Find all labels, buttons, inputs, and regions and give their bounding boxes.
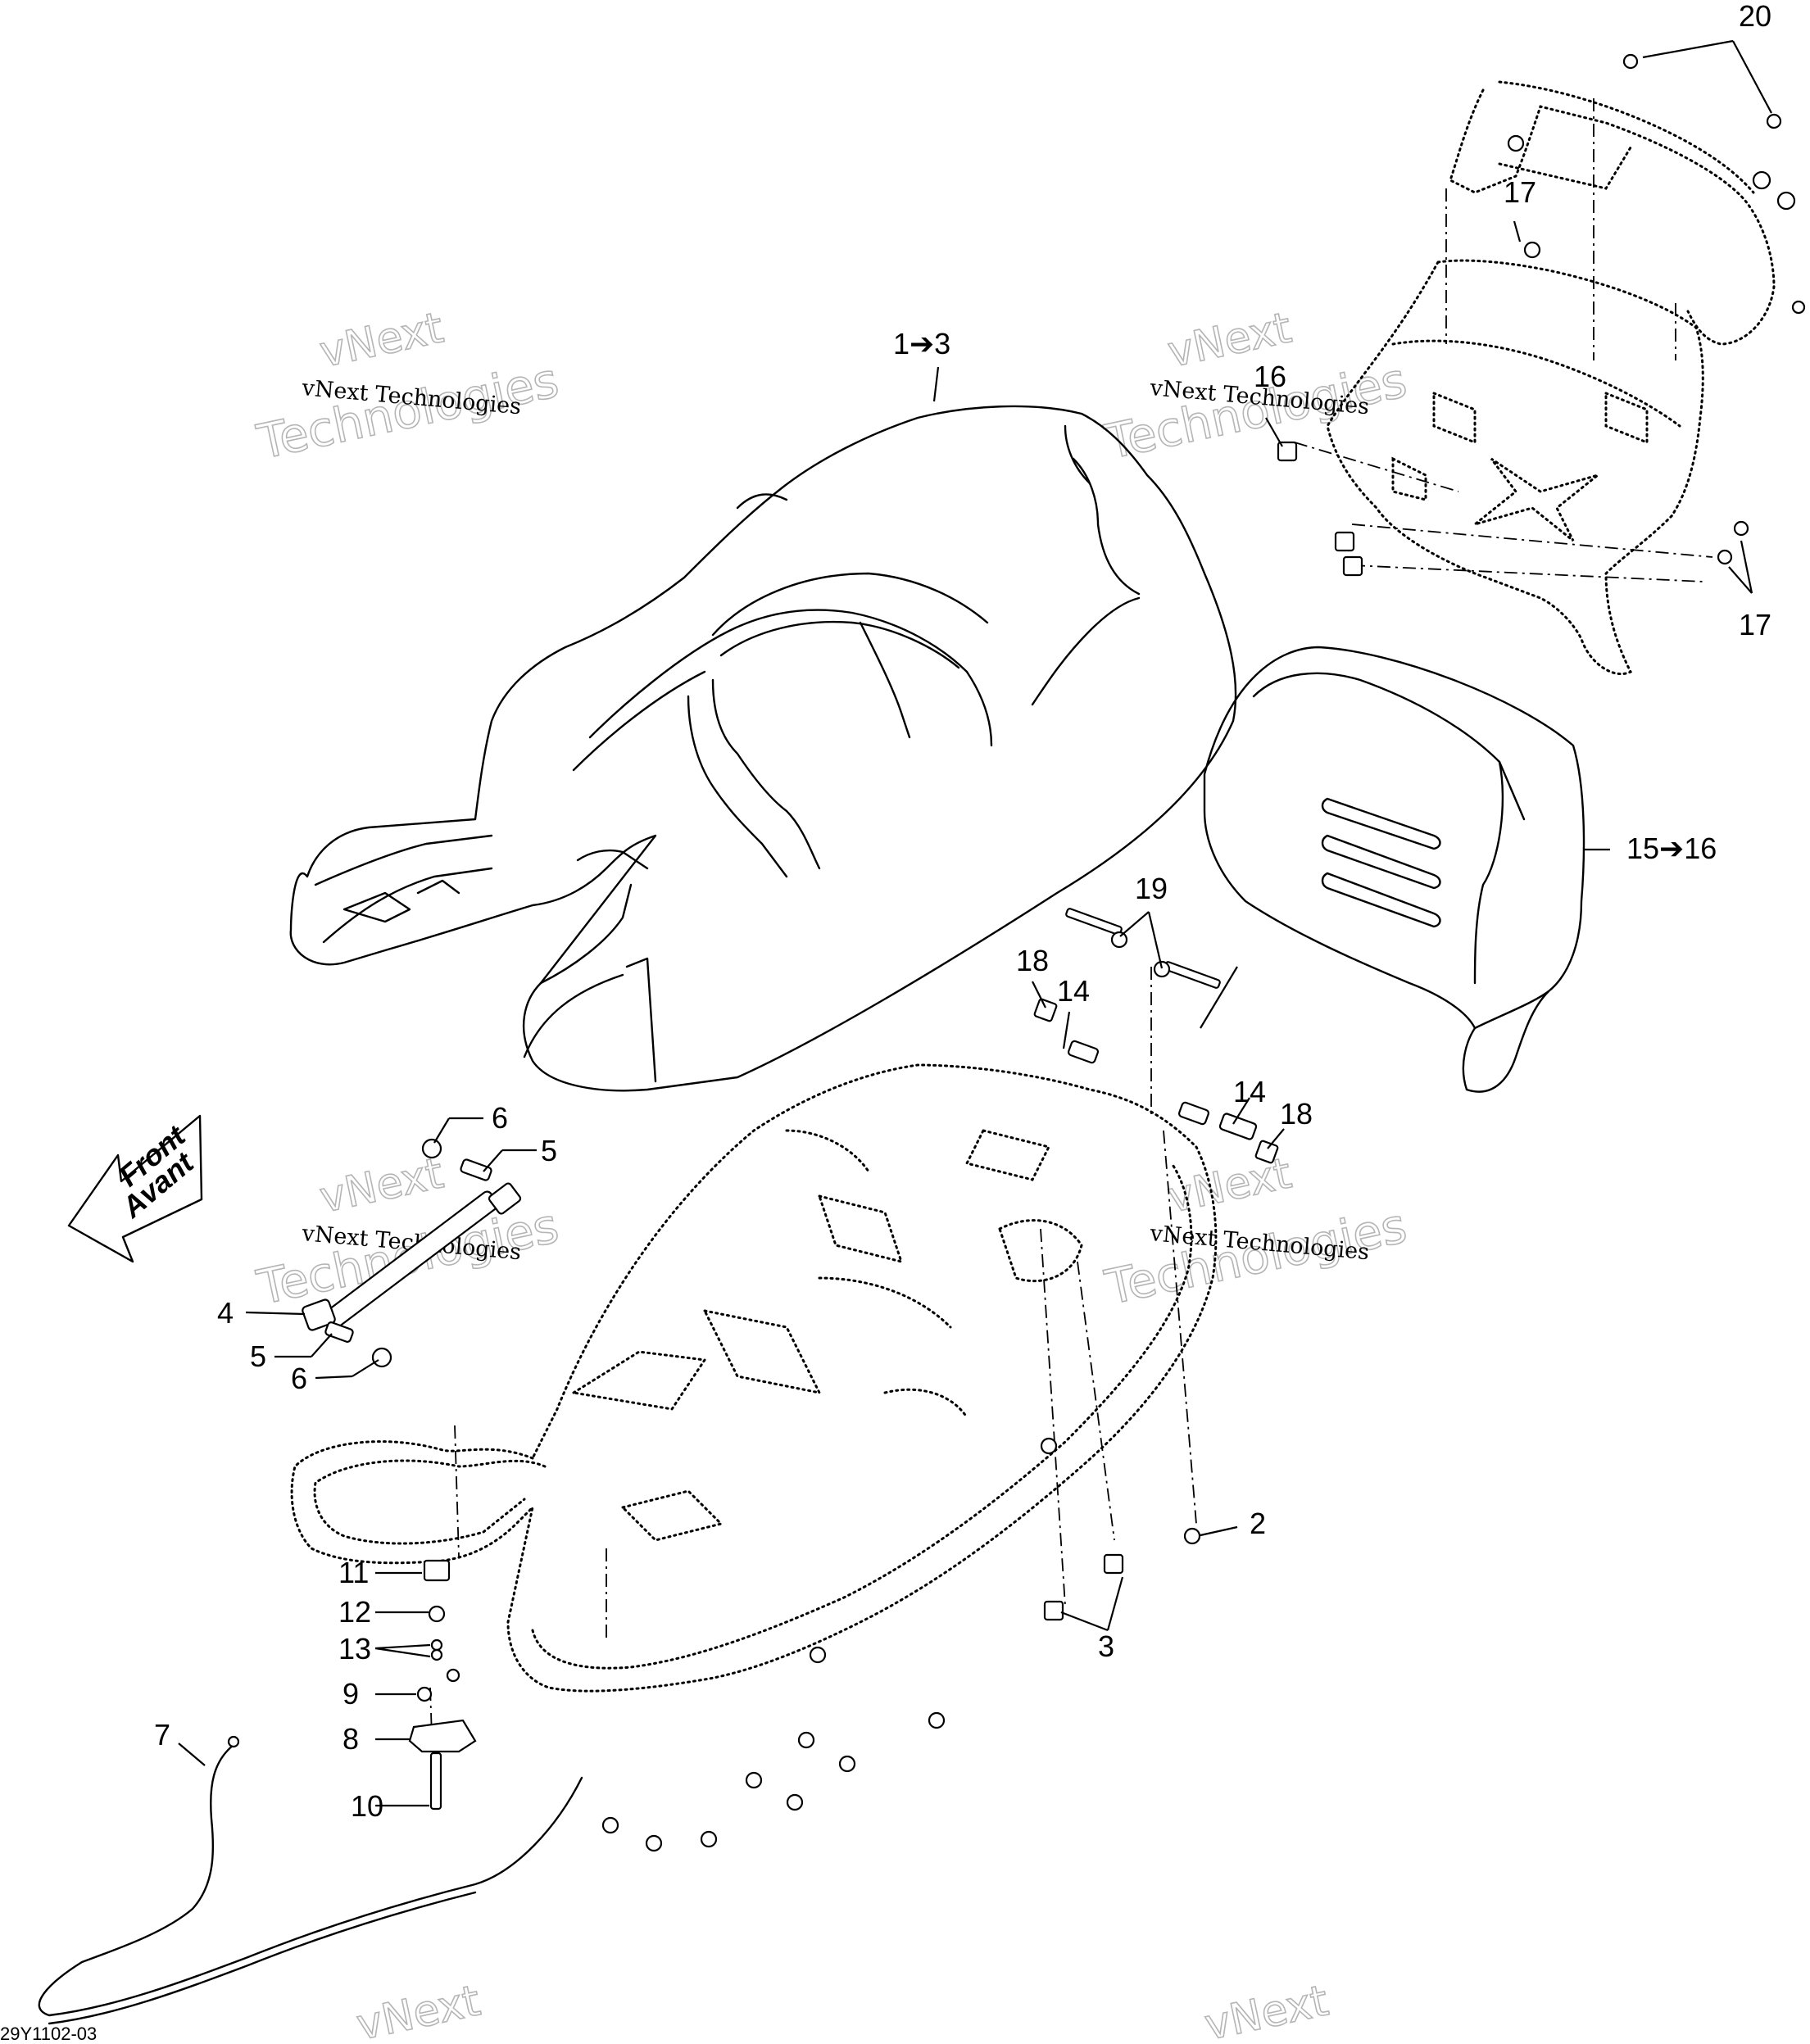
watermark-mid-left: vNext Technologies vNext Technologies bbox=[252, 1149, 564, 1317]
callout-10: 10 bbox=[351, 1789, 383, 1823]
front-direction-arrow: Front Avant bbox=[67, 1114, 203, 1263]
latch-bracket bbox=[408, 1719, 477, 1753]
svg-text:vNext: vNext bbox=[315, 1149, 447, 1222]
watermark-bottom-right: vNext bbox=[1200, 1976, 1333, 2044]
watermark-bottom-left: vNext bbox=[352, 1976, 485, 2044]
callout-1-3: 1➔3 bbox=[893, 327, 950, 360]
svg-text:vNext: vNext bbox=[1200, 1976, 1332, 2044]
callout-18-right: 18 bbox=[1280, 1097, 1313, 1131]
callout-6-top: 6 bbox=[492, 1101, 508, 1135]
callout-8: 8 bbox=[342, 1722, 359, 1756]
callout-4: 4 bbox=[217, 1296, 234, 1330]
callout-14-left: 14 bbox=[1057, 974, 1090, 1008]
seat-assembly bbox=[289, 405, 1237, 1092]
callout-17-bottom: 17 bbox=[1739, 608, 1771, 641]
backrest-support bbox=[1326, 80, 1776, 676]
svg-text:vNext: vNext bbox=[352, 1976, 484, 2044]
callout-17-top: 17 bbox=[1504, 175, 1536, 209]
alignment-lines bbox=[429, 98, 1713, 1811]
callout-18-left: 18 bbox=[1016, 944, 1049, 977]
seat-base bbox=[290, 1063, 1218, 1693]
callout-20: 20 bbox=[1739, 0, 1771, 33]
callout-2: 2 bbox=[1250, 1507, 1266, 1540]
drawing-code: 29Y1102-03 bbox=[0, 2024, 97, 2044]
callout-6-bottom: 6 bbox=[291, 1362, 307, 1395]
callout-5-bottom: 5 bbox=[250, 1339, 266, 1373]
watermark-top-left: vNext Technologies vNext Technologies bbox=[252, 303, 564, 471]
callout-7: 7 bbox=[154, 1718, 170, 1752]
callout-15-16: 15➔16 bbox=[1626, 832, 1717, 865]
release-cable bbox=[38, 1743, 583, 2017]
backrest bbox=[1203, 646, 1585, 1093]
seat-outline bbox=[289, 405, 1237, 1092]
leader-lines bbox=[178, 39, 1772, 1807]
callout-14-right: 14 bbox=[1233, 1075, 1266, 1108]
callout-11: 11 bbox=[338, 1556, 369, 1589]
watermark-mid-right: vNext Technologies vNext Technologies bbox=[1100, 1149, 1412, 1317]
callout-16: 16 bbox=[1254, 360, 1286, 393]
callout-19: 19 bbox=[1135, 872, 1168, 905]
callout-13: 13 bbox=[338, 1632, 371, 1666]
callout-9: 9 bbox=[342, 1677, 359, 1711]
svg-text:vNext: vNext bbox=[315, 303, 447, 377]
callout-12: 12 bbox=[338, 1595, 371, 1629]
callout-labels: 1➔3 2 3 4 5 5 6 6 7 8 9 10 11 12 13 14 1… bbox=[0, 0, 1771, 2044]
hardware bbox=[38, 53, 1806, 2025]
callout-3: 3 bbox=[1098, 1629, 1114, 1663]
callout-5-top: 5 bbox=[541, 1134, 557, 1167]
